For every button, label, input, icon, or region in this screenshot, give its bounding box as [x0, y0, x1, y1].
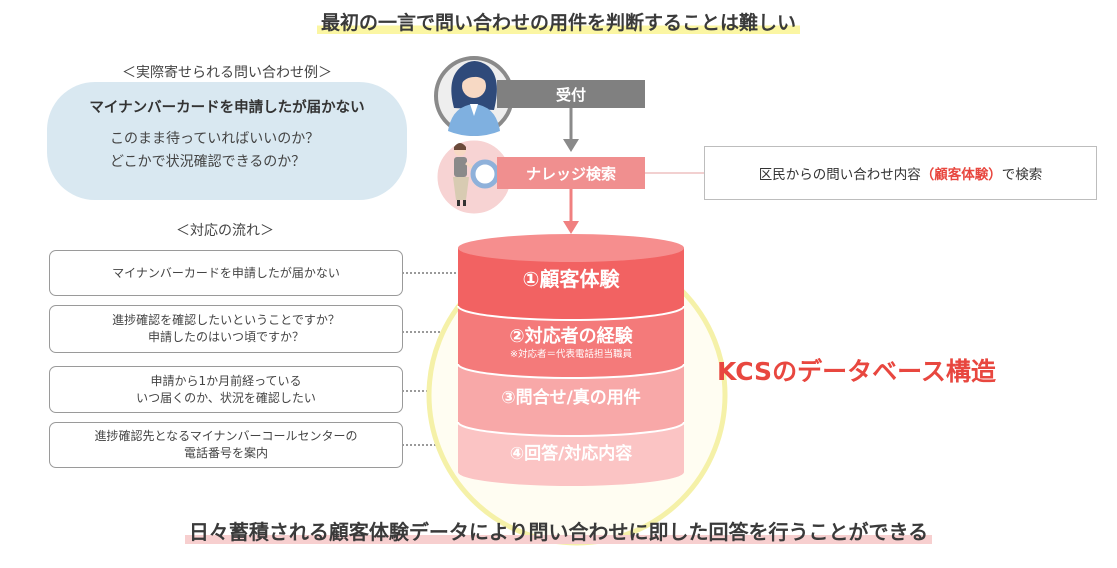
connector-dotted-1 [402, 272, 460, 274]
flow-step-1: マイナンバーカードを申請したが届かない [49, 250, 403, 296]
kcs-structure-label: KCSのデータベース構造 [717, 357, 996, 386]
flow-step-3: 申請から1か月前経っている いつ届くのか、状況を確認したい [49, 366, 403, 413]
db-layer-3-shape [458, 364, 684, 436]
page-title-text: 最初の一言で問い合わせの用件を判断することは難しい [316, 12, 800, 34]
db-layer-4-shape [458, 422, 684, 486]
example-heading: マイナンバーカードを申請したが届かない [89, 100, 365, 116]
flow-step-3-line2: いつ届くのか、状況を確認したい [136, 390, 316, 405]
operator-avatar-icon [434, 56, 514, 136]
db-layer-2-note: ※対応者＝代表電話担当職員 [510, 349, 632, 360]
db-layer-2-shape [458, 306, 684, 378]
flow-step-2-line2: 申請したのはいつ頃ですか？ [147, 330, 304, 344]
footer-statement: 日々蓄積される顧客体験データにより問い合わせに即した回答を行うことができる [0, 516, 1117, 545]
db-layer-3-label: ③問合せ/真の用件 [501, 388, 641, 408]
knowledge-search-label: ナレッジ検索 [497, 157, 645, 189]
flow-step-4-line2: 電話番号を案内 [183, 446, 268, 460]
page-title: 最初の一言で問い合わせの用件を判断することは難しい [0, 8, 1117, 35]
example-speech-bubble [47, 82, 407, 200]
flow-step-2-line1: 進捗確認を確認したいということですか？ [112, 313, 340, 327]
db-top-ellipse [458, 234, 684, 262]
db-layer-1-shape [458, 248, 684, 320]
connector-dotted-2 [402, 331, 460, 333]
kcs-database-cylinder [457, 234, 685, 486]
flow-section-label: ＜対応の流れ＞ [176, 223, 274, 239]
search-note-box: 区民からの問い合わせ内容（顧客体験）で検索 [704, 146, 1097, 200]
flow-step-2: 進捗確認を確認したいということですか？ 申請したのはいつ頃ですか？ [49, 305, 403, 353]
arrow-down-red-icon [563, 189, 579, 234]
flow-step-3-line1: 申請から1か月前経っている [150, 373, 302, 388]
flow-step-1-line1: マイナンバーカードを申請したが届かない [112, 265, 340, 280]
footer-statement-text: 日々蓄積される顧客体験データにより問い合わせに即した回答を行うことができる [184, 520, 933, 544]
search-note-before: 区民からの問い合わせ内容 [758, 167, 921, 183]
search-note-highlight: （顧客体験） [920, 167, 1002, 183]
example-line-2: どこかで状況確認できるのか？ [110, 154, 306, 170]
arrow-down-gray-icon [563, 108, 579, 152]
flow-step-4-line1: 進捗確認先となるマイナンバーコールセンターの [94, 429, 358, 443]
db-layer-1-label: ①顧客体験 [522, 267, 620, 291]
db-layer-4-label: ④回答/対応内容 [509, 444, 633, 464]
example-section-label: ＜実際寄せられる問い合わせ例＞ [122, 65, 332, 81]
db-layer-2-label: ②対応者の経験 [509, 326, 633, 347]
flow-step-4: 進捗確認先となるマイナンバーコールセンターの 電話番号を案内 [49, 422, 403, 468]
search-note-after: で検索 [1001, 167, 1043, 183]
example-line-1: このまま待っていればいいのか？ [110, 131, 320, 147]
reception-label: 受付 [497, 80, 645, 108]
connector-dotted-4 [402, 444, 460, 446]
